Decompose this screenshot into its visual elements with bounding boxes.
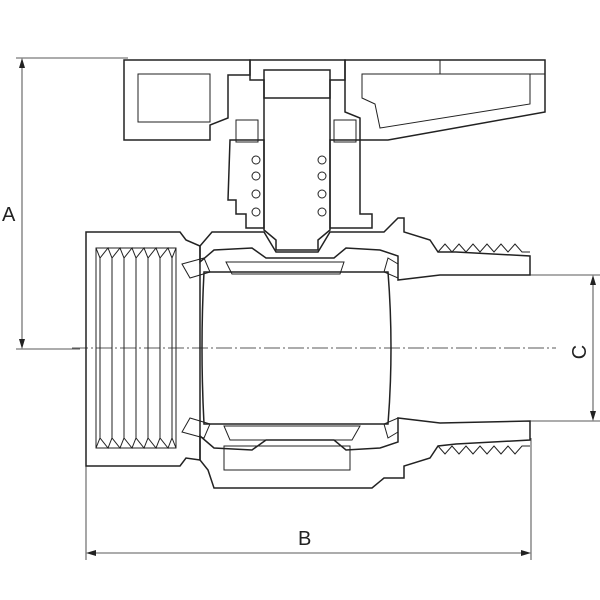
female-thread-top (95, 247, 177, 260)
dim-c-arrow-bottom (590, 411, 596, 421)
valve-body-top (199, 217, 531, 281)
dim-c-arrow-top (590, 275, 596, 285)
male-thread-top (437, 243, 530, 253)
valve-ball (181, 257, 399, 441)
bonnet-neck (227, 139, 373, 229)
oring-right-4 (317, 207, 327, 217)
oring-left-2 (251, 171, 261, 181)
ball-slot-top (225, 261, 345, 275)
dim-a-arrow-top (19, 58, 25, 68)
oring-left-3 (251, 189, 261, 199)
seat-right-bottom (383, 417, 399, 439)
female-thread-bottom (95, 436, 177, 449)
dim-a-arrow-bottom (19, 339, 25, 349)
handle-right-rib (439, 59, 546, 75)
body-bottom-cavity (223, 445, 351, 471)
male-thread-bottom-teeth (437, 445, 530, 455)
stem-gasket-right (333, 119, 357, 143)
bonnet-left (227, 139, 265, 229)
valve-body-bottom (199, 417, 531, 489)
female-end-connector (85, 231, 201, 467)
dim-b-label: B (298, 528, 311, 550)
stem-gasket-left (235, 119, 259, 143)
ball-slot-bottom (223, 425, 361, 441)
oring-left-4 (251, 207, 261, 217)
oring-right-3 (317, 189, 327, 199)
dim-c-label: C (569, 345, 591, 359)
seat-left-top (181, 257, 211, 279)
seat-left-bottom (181, 417, 211, 439)
handle-left-wing (123, 59, 251, 141)
handle-left-window (137, 73, 211, 123)
bonnet-right (329, 139, 373, 229)
stem-nut (235, 59, 357, 143)
oring-left-1 (251, 155, 261, 165)
oring-right-2 (317, 171, 327, 181)
dim-b-arrow-right (521, 550, 531, 556)
female-end-body (85, 231, 201, 467)
dimension-a: A (2, 57, 128, 350)
male-thread-bottom (437, 445, 530, 455)
valve-stem (263, 69, 331, 251)
dim-a-label: A (2, 204, 16, 226)
dimension-c: C (530, 274, 600, 422)
oring-right-1 (317, 155, 327, 165)
dimension-b: B (85, 438, 532, 560)
male-thread-top-teeth (437, 243, 530, 253)
handle-right-wing (344, 59, 546, 141)
seat-right-top (383, 257, 399, 279)
dim-b-arrow-left (86, 550, 96, 556)
